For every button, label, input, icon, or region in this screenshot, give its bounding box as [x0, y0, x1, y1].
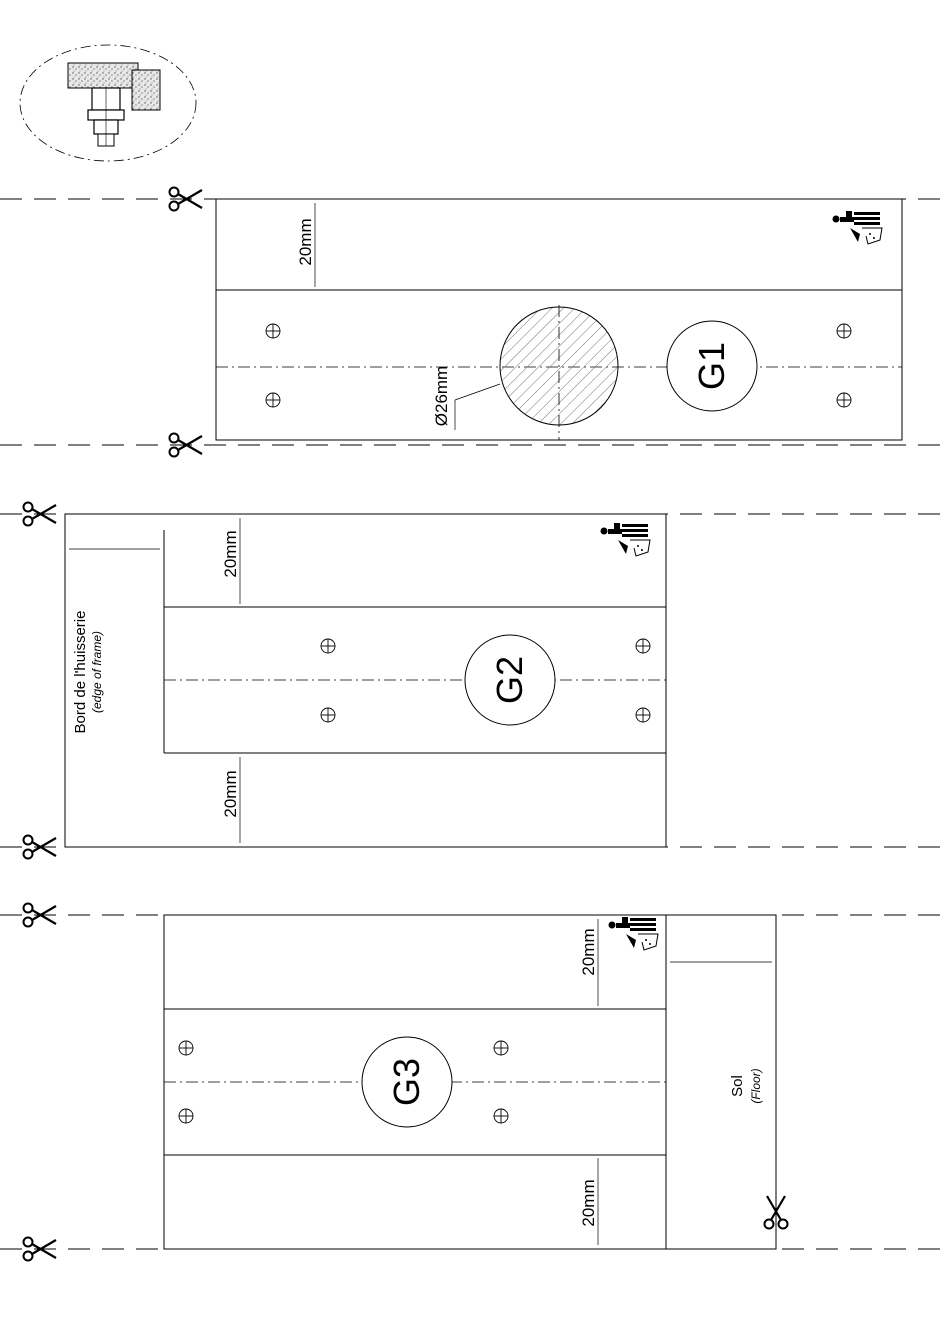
floor-label-en: (Floor): [749, 1068, 763, 1103]
template-g1: 20mm Ø26mm G1: [0, 188, 950, 457]
screw-hole-icon: [179, 1109, 193, 1123]
dimension-label: 20mm: [579, 928, 598, 975]
hinge-detail-icon: [20, 45, 196, 161]
screw-hole-icon: [179, 1041, 193, 1055]
template-outline: [65, 514, 666, 847]
screw-hole-icon: [837, 393, 851, 407]
screw-hole-icon: [321, 708, 335, 722]
floor-label: Sol: [729, 1075, 746, 1097]
template-g3: 20mm 20mm Sol (Floor) G3: [0, 904, 950, 1261]
template-label: G3: [386, 1058, 427, 1106]
dimension-label: 20mm: [221, 530, 240, 577]
screw-hole-icon: [494, 1041, 508, 1055]
screw-hole-icon: [321, 639, 335, 653]
frame-edge-label-en: (edge of frame): [90, 631, 104, 713]
dimension-label: 20mm: [296, 218, 315, 265]
screw-hole-icon: [266, 324, 280, 338]
screw-hole-icon: [837, 324, 851, 338]
screw-hole-icon: [266, 393, 280, 407]
screw-hole-icon: [636, 708, 650, 722]
diameter-label: Ø26mm: [432, 366, 451, 426]
template-label: G2: [489, 656, 530, 704]
template-label: G1: [691, 342, 732, 390]
screw-hole-icon: [494, 1109, 508, 1123]
frame-edge-label: Bord de l'huisserie: [72, 611, 89, 734]
dimension-label: 20mm: [221, 770, 240, 817]
screw-hole-icon: [636, 639, 650, 653]
dimension-label: 20mm: [579, 1179, 598, 1226]
template-g2: 20mm 20mm Bord de l'huisserie (edge of f…: [0, 503, 950, 859]
